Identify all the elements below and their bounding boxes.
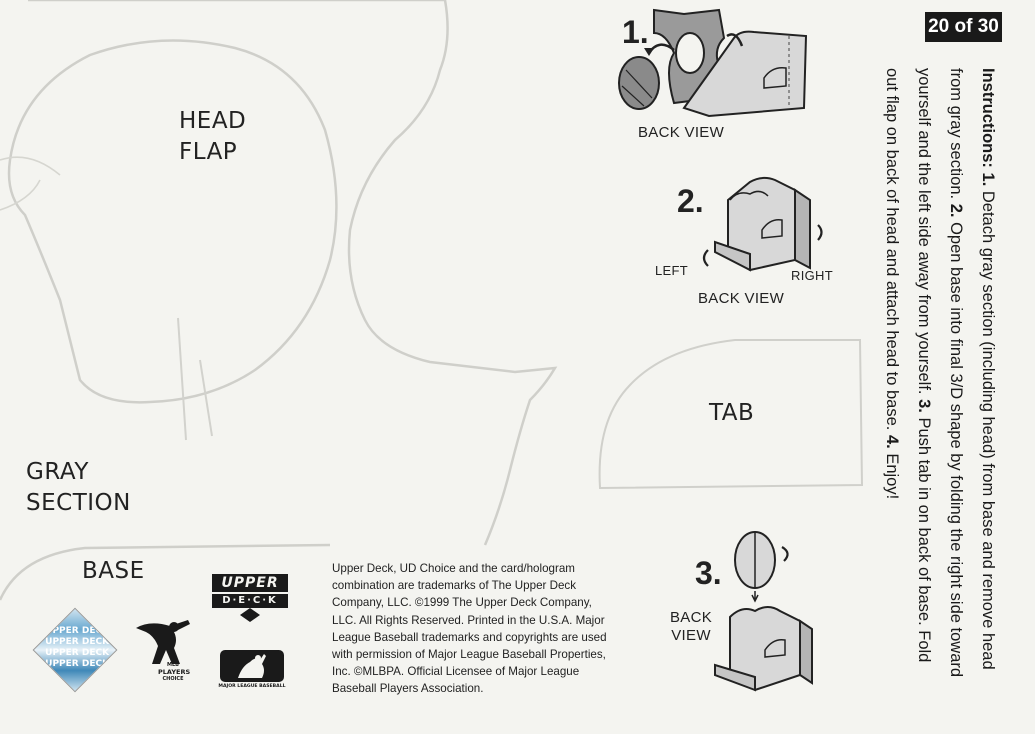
tab-label: TAB [709, 400, 755, 426]
batter-silhouette-icon [136, 620, 190, 664]
card-number-badge: 20 of 30 [925, 12, 1002, 42]
mlb-batter-icon [220, 650, 284, 682]
step-2-diagram [702, 176, 823, 272]
step-3-number: 3. [695, 555, 722, 591]
tab-outline [598, 339, 864, 490]
base-label: BASE [82, 558, 145, 584]
legal-text: Upper Deck, UD Choice and the card/holog… [332, 562, 607, 696]
step-1-number: 1. [622, 14, 649, 50]
diamond-icon [240, 608, 260, 622]
step-2-number: 2. [677, 183, 704, 219]
gray-section-label: GRAY SECTION [26, 459, 131, 516]
instructions-heading: Instructions: [979, 68, 997, 168]
step-2-view-label: BACK VIEW [698, 290, 785, 307]
base-outline [0, 543, 331, 601]
head-flap-outline [7, 39, 338, 404]
upper-deck-logo: UPPER D·E·C·K [212, 574, 288, 622]
mlb-logo: MAJOR LEAGUE BASEBALL [218, 650, 286, 692]
step-1-view-label: BACK VIEW [638, 124, 725, 141]
step-3-diagram [714, 531, 813, 692]
step-1-diagram [618, 8, 808, 118]
gray-section-outline [28, 0, 558, 546]
head-flap-label: HEAD FLAP [179, 108, 247, 165]
instructions-text: Instructions: 1. Detach gray section (in… [883, 68, 997, 678]
step-2-right-label: RIGHT [791, 268, 833, 283]
step-2-left-label: LEFT [655, 263, 688, 278]
players-choice-logo: MLB PLAYERS CHOICE [130, 618, 202, 690]
step-3-view-label: BACK VIEW [670, 609, 713, 644]
